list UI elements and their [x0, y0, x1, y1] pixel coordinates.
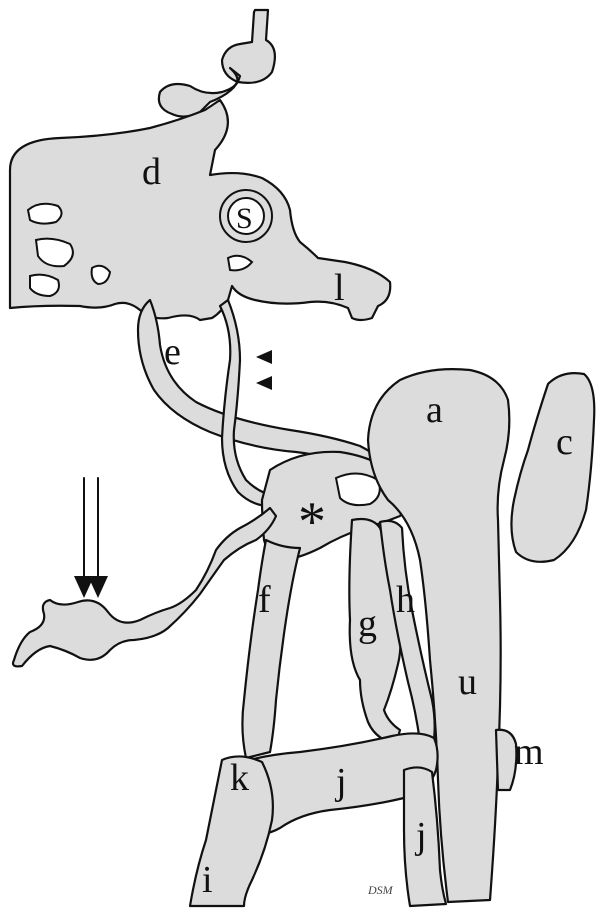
label-s: S: [236, 202, 253, 235]
arrowhead-2: [256, 376, 272, 390]
label-star: *: [298, 491, 326, 553]
vessel-c: [511, 373, 594, 562]
label-j2: j: [414, 815, 427, 857]
label-j1: j: [334, 761, 347, 803]
top-coil-vessel: [222, 10, 275, 83]
label-f: f: [258, 579, 271, 621]
label-g: g: [358, 603, 377, 645]
label-u: u: [458, 661, 477, 703]
hole-3: [30, 275, 59, 296]
double-arrow-head-2: [88, 576, 108, 598]
label-h: h: [396, 579, 415, 621]
label-i: i: [202, 859, 213, 901]
label-a: a: [426, 389, 443, 431]
label-m: m: [514, 731, 544, 773]
hole-1: [28, 204, 62, 224]
branching-vessel: [13, 508, 276, 666]
confluence-hole: [336, 473, 380, 505]
label-e: e: [164, 331, 181, 373]
vessel-f: [242, 540, 300, 758]
label-k: k: [230, 757, 249, 799]
label-d: d: [142, 151, 161, 193]
label-l: l: [334, 267, 345, 309]
artist-signature: DSM: [367, 883, 394, 897]
label-c: c: [556, 421, 573, 463]
arrowhead-1: [256, 350, 272, 364]
